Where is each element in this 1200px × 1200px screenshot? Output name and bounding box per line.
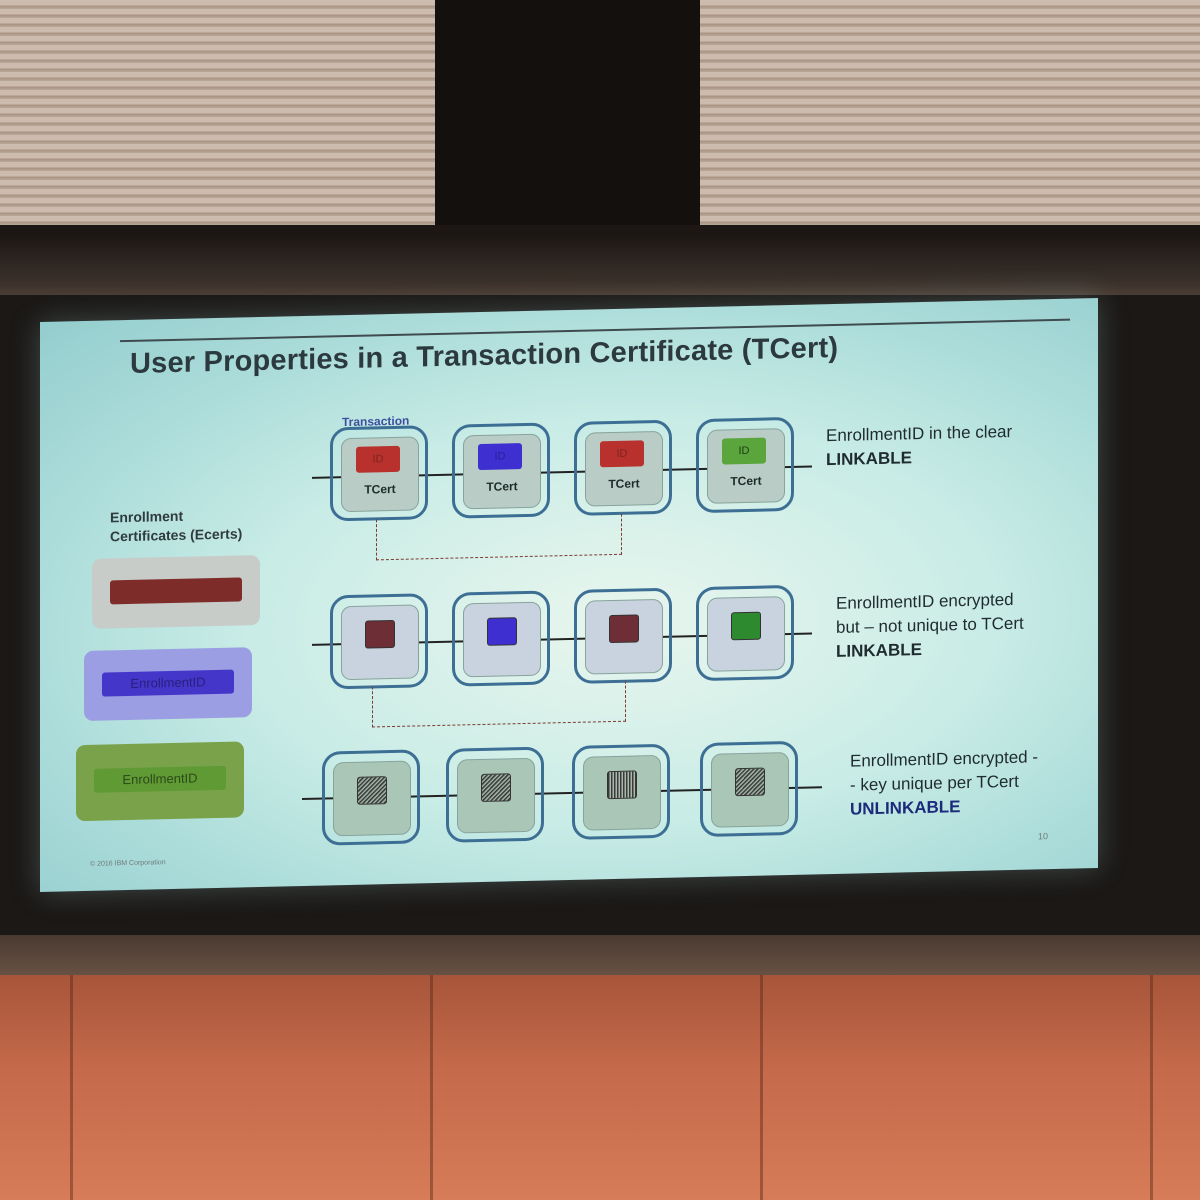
back-wall bbox=[0, 975, 1200, 1200]
presentation-slide: User Properties in a Transaction Certifi… bbox=[40, 297, 1098, 893]
unlinkable-status: UNLINKABLE bbox=[850, 797, 961, 819]
tcert-box bbox=[700, 740, 798, 838]
wall-seam bbox=[70, 975, 73, 1200]
hashed-id-square bbox=[357, 776, 387, 805]
encrypted-id-square bbox=[365, 619, 395, 649]
tcert-inner bbox=[457, 757, 535, 834]
tcert-inner: ID TCert bbox=[341, 436, 419, 513]
tcert-inner bbox=[585, 598, 663, 675]
tcert-box: ID TCert bbox=[574, 419, 672, 516]
hashed-id-square bbox=[735, 767, 765, 797]
page-number: 10 bbox=[1038, 831, 1049, 842]
tcert-inner bbox=[333, 760, 411, 837]
tcert-box bbox=[574, 587, 672, 684]
tcert-box bbox=[322, 749, 420, 846]
tcert-label: TCert bbox=[364, 481, 396, 497]
hashed-id-square bbox=[481, 773, 511, 802]
row-description: EnrollmentID in the clear LINKABLE bbox=[826, 420, 1012, 472]
tcert-inner bbox=[341, 604, 419, 681]
desc-line1: EnrollmentID in the clear bbox=[826, 421, 1013, 446]
id-chip: ID bbox=[478, 443, 522, 471]
ecert-blue: EnrollmentID bbox=[84, 647, 252, 722]
ecerts-label-line2: Certificates (Ecerts) bbox=[110, 525, 243, 545]
linkable-status: LINKABLE bbox=[826, 448, 912, 470]
tcert-inner: ID TCert bbox=[463, 433, 541, 510]
tcert-box: ID TCert bbox=[330, 425, 428, 522]
row-description: EnrollmentID encrypted but – not unique … bbox=[836, 588, 1024, 664]
ecert-bar bbox=[110, 577, 242, 605]
tcert-box bbox=[330, 593, 428, 690]
tcert-inner: ID TCert bbox=[707, 428, 785, 504]
ceiling-panel-left bbox=[0, 0, 435, 225]
tcert-label: TCert bbox=[608, 476, 640, 492]
tcert-box bbox=[572, 743, 670, 840]
ceiling-gap bbox=[435, 0, 700, 225]
hashed-id-square bbox=[607, 770, 637, 800]
tcert-inner bbox=[463, 601, 541, 678]
linkable-status: LINKABLE bbox=[836, 639, 922, 661]
screen-bottom-frame bbox=[0, 935, 1200, 980]
ceiling-panel-right bbox=[700, 0, 1200, 225]
encrypted-id-square bbox=[487, 617, 517, 646]
tcert-box bbox=[696, 584, 794, 682]
tcert-box bbox=[446, 746, 544, 843]
link-connector bbox=[372, 680, 626, 728]
encrypted-id-square bbox=[731, 611, 761, 641]
desc-line2: - key unique per TCert bbox=[850, 771, 1019, 795]
ecert-bar: EnrollmentID bbox=[94, 765, 226, 793]
ecerts-label: Enrollment Certificates (Ecerts) bbox=[110, 505, 242, 546]
id-chip: ID bbox=[600, 440, 644, 468]
tcert-box: ID TCert bbox=[696, 416, 794, 514]
link-connector bbox=[376, 513, 622, 561]
tcert-inner bbox=[583, 754, 661, 831]
tcert-box bbox=[452, 590, 550, 687]
screen-housing bbox=[0, 232, 1200, 302]
tcert-inner: ID TCert bbox=[585, 430, 663, 507]
ecert-green: EnrollmentID bbox=[76, 741, 244, 822]
ceiling bbox=[0, 0, 1200, 235]
wall-seam bbox=[760, 975, 763, 1200]
tcert-label: TCert bbox=[486, 479, 518, 494]
row-description: EnrollmentID encrypted - - key unique pe… bbox=[850, 745, 1038, 821]
id-chip: ID bbox=[356, 445, 400, 473]
encrypted-id-square bbox=[609, 614, 639, 644]
copyright-footer: © 2016 IBM Corporation bbox=[90, 859, 166, 868]
wall-seam bbox=[430, 975, 433, 1200]
tcert-inner bbox=[711, 752, 789, 828]
ecert-bar: EnrollmentID bbox=[102, 669, 234, 697]
tcert-inner bbox=[707, 596, 785, 672]
id-chip: ID bbox=[722, 437, 766, 465]
tcert-box: ID TCert bbox=[452, 422, 550, 519]
wall-seam bbox=[1150, 975, 1153, 1200]
desc-line2: but – not unique to TCert bbox=[836, 613, 1024, 637]
ecert-red bbox=[92, 555, 260, 629]
tcert-label: TCert bbox=[730, 473, 762, 489]
